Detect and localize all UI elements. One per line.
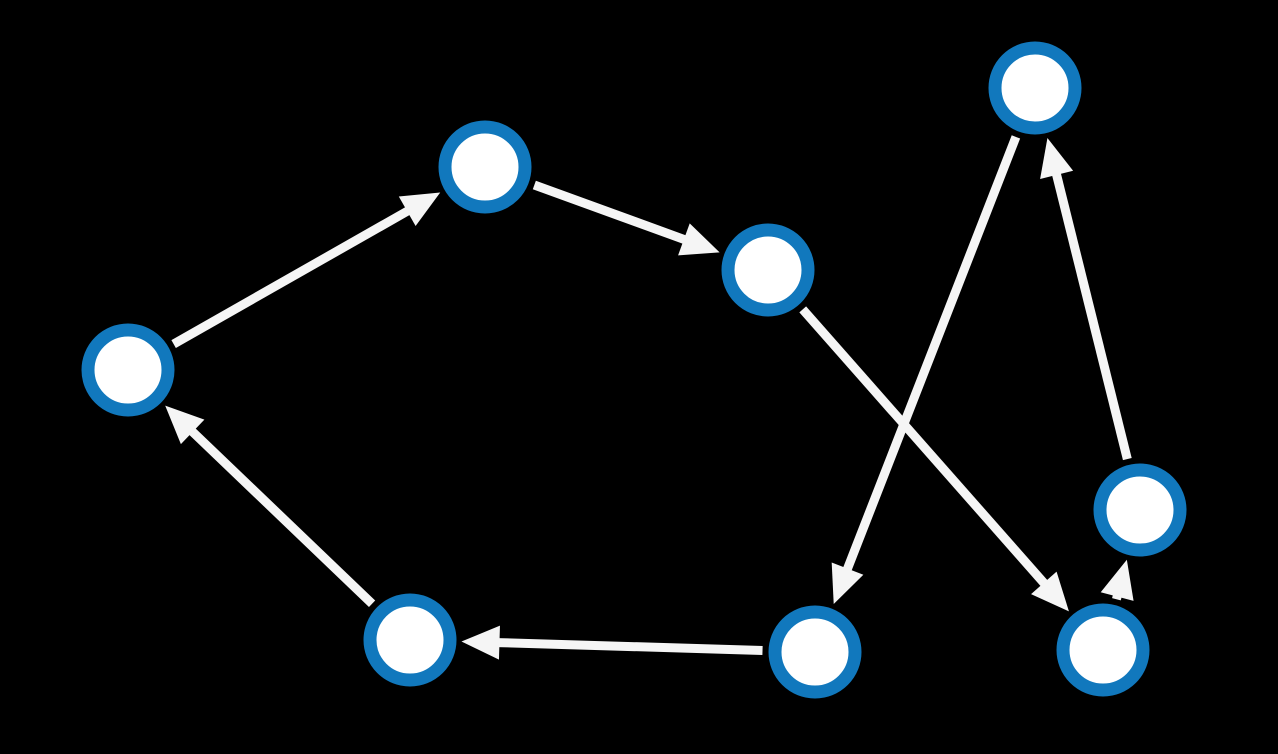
node-circle: [988, 41, 1082, 135]
edge-arrowhead-icon: [1040, 137, 1074, 179]
edge-arrowhead-icon: [831, 562, 864, 605]
graph-edge[interactable]: [1100, 559, 1134, 601]
graph-edge[interactable]: [461, 625, 763, 660]
edge-line: [497, 638, 763, 655]
node-circle: [81, 323, 175, 417]
node-circle: [438, 120, 532, 214]
edge-line: [171, 206, 412, 348]
graph-edge[interactable]: [532, 180, 720, 256]
edge-line: [188, 427, 376, 607]
graph-node[interactable]: [768, 605, 862, 699]
edge-arrowhead-icon: [398, 192, 441, 227]
graph-edge[interactable]: [165, 405, 376, 607]
edge-arrowhead-icon: [1031, 571, 1069, 612]
edge-line: [842, 135, 1021, 573]
graph-node[interactable]: [363, 593, 457, 687]
graph-node[interactable]: [1056, 603, 1150, 697]
node-circle: [363, 593, 457, 687]
node-circle: [1093, 463, 1187, 557]
edge-arrowhead-icon: [165, 405, 205, 445]
edge-arrowhead-icon: [678, 223, 720, 256]
graph-node[interactable]: [1093, 463, 1187, 557]
node-circle: [721, 223, 815, 317]
graph-node[interactable]: [721, 223, 815, 317]
edge-line: [1051, 171, 1132, 461]
graph-node[interactable]: [438, 120, 532, 214]
graph-edge[interactable]: [831, 135, 1021, 605]
graph-node[interactable]: [81, 323, 175, 417]
graph-edge[interactable]: [171, 192, 441, 348]
edge-line: [799, 306, 1049, 588]
edge-arrowhead-icon: [461, 625, 500, 660]
graph-node[interactable]: [988, 41, 1082, 135]
graph-edge[interactable]: [799, 306, 1069, 612]
graph-edge[interactable]: [1040, 137, 1132, 461]
edge-arrowhead-icon: [1100, 559, 1134, 601]
edge-line: [532, 180, 688, 245]
node-circle: [1056, 603, 1150, 697]
edges-layer: [165, 135, 1134, 660]
nodes-layer: [81, 41, 1187, 699]
node-circle: [768, 605, 862, 699]
